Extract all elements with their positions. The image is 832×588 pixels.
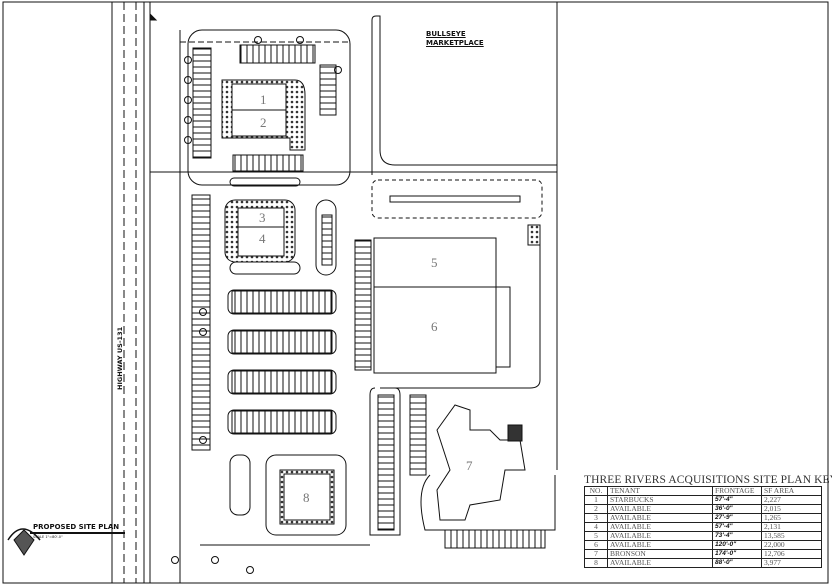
key-area: 3,977	[761, 558, 822, 568]
parking-island	[315, 199, 337, 276]
parking-island	[369, 387, 401, 536]
plan-scale: SCALE 1"=80'-0"	[33, 535, 63, 539]
building-label-3: 3	[259, 210, 266, 225]
key-tenant: AVAILABLE	[607, 558, 713, 568]
building-label-5: 5	[431, 255, 438, 270]
parking-stalls	[377, 394, 395, 531]
parking-stalls	[409, 394, 427, 476]
median-island	[371, 179, 543, 219]
building-label-7: 7	[466, 458, 473, 473]
building-label-1: 1	[260, 92, 267, 107]
building-5-6	[373, 237, 497, 374]
bullseye-access-road	[371, 15, 557, 166]
key-no: 8	[584, 558, 608, 568]
building-3-4	[237, 207, 285, 257]
drive-aisle	[420, 474, 556, 531]
highway	[111, 2, 181, 583]
key-frontage: 57'-4"	[712, 522, 762, 532]
parking-island	[229, 454, 251, 516]
canopy	[507, 424, 523, 442]
building-label-6: 6	[431, 319, 438, 334]
parking-stalls	[444, 529, 546, 549]
parking-stalls	[192, 47, 212, 159]
building-label-4: 4	[259, 231, 266, 246]
building-7	[436, 404, 526, 521]
parking-stalls	[319, 64, 337, 116]
parking-rows	[227, 289, 337, 435]
building-label-8: 8	[303, 490, 310, 505]
key-frontage: 174'-0"	[712, 549, 762, 559]
col-frontage: FRONTAGE	[712, 486, 762, 496]
plan-title: PROPOSED SITE PLAN	[33, 523, 120, 531]
median-planter	[389, 195, 521, 203]
north-arrow-icon	[7, 528, 41, 556]
highway-label: HIGHWAY US-131	[116, 326, 124, 390]
bullseye-label-line1: BULLSEYE	[426, 30, 466, 38]
parking-lot-outparcel-1-2	[187, 29, 351, 186]
key-frontage: 57'-4"	[712, 495, 762, 505]
loading-dock	[495, 286, 511, 368]
building-label-2: 2	[260, 115, 267, 130]
tree-icons	[171, 36, 342, 574]
key-frontage: 36'-0"	[712, 504, 762, 514]
parking-stalls	[232, 154, 304, 172]
key-frontage: 27'-9"	[712, 513, 762, 523]
parking-stalls	[191, 194, 211, 451]
key-title: THREE RIVERS ACQUISITIONS SITE PLAN KEY	[584, 474, 832, 486]
key-frontage: 88'-0"	[712, 558, 762, 568]
parking-stalls	[239, 44, 316, 64]
building-numbers: 1 2 3 4 5 6 7 8	[259, 92, 473, 505]
site-plan-key: THREE RIVERS ACQUISITIONS SITE PLAN KEY …	[584, 474, 832, 568]
parking-stalls	[321, 214, 333, 266]
bullseye-label-line2: MARKETPLACE	[426, 39, 484, 47]
parking-stalls	[354, 239, 372, 371]
building-8	[283, 473, 331, 521]
service-drive	[380, 230, 541, 389]
parking-lot-outparcel-8	[265, 454, 347, 536]
triangle-marker-icon	[149, 12, 158, 21]
key-frontage: 73'-4"	[712, 531, 762, 541]
landscape-bed	[527, 224, 541, 246]
curb-island	[229, 177, 301, 187]
key-frontage: 120'-0"	[712, 540, 762, 550]
curb-island	[229, 261, 301, 275]
